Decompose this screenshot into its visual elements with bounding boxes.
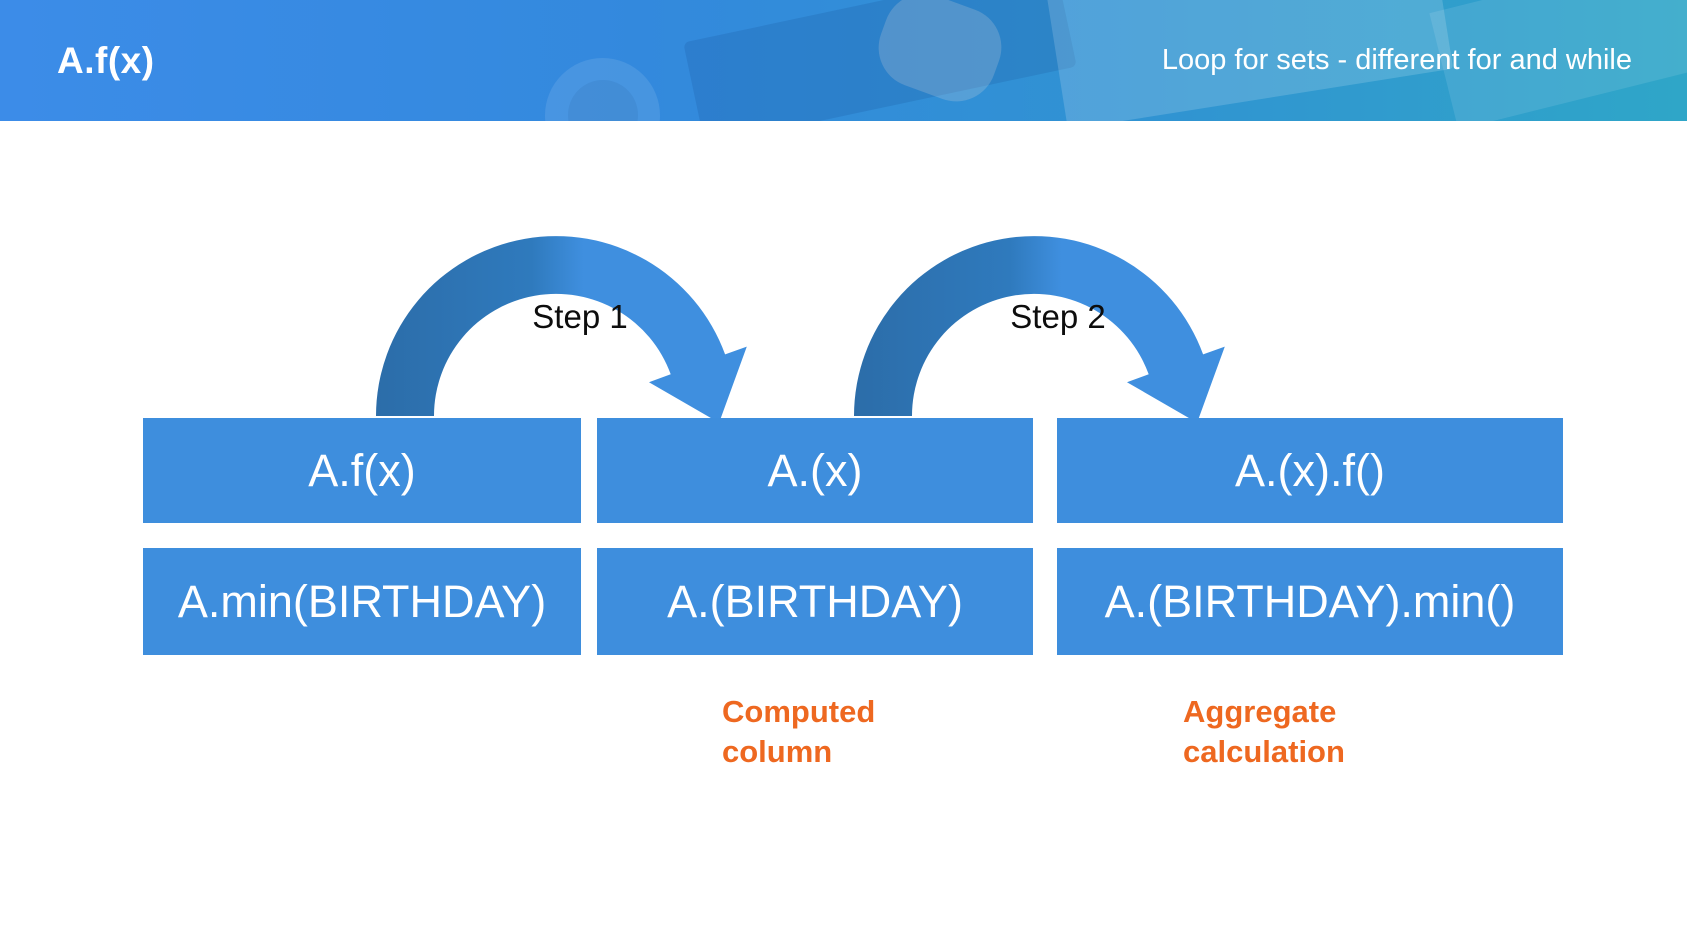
note-computed-column: Computed column: [722, 694, 876, 769]
box-example-amin: A.min(BIRTHDAY): [143, 548, 581, 655]
curved-arrow-icon: [854, 236, 1225, 423]
box-generic-ax: A.(x): [597, 418, 1033, 523]
slide-subtitle: Loop for sets - different for and while: [1161, 44, 1632, 76]
box-example-abirthdaymin: A.(BIRTHDAY).min(): [1057, 548, 1563, 655]
curved-arrow-step-1: Step 1: [374, 236, 754, 431]
box-generic-afx: A.f(x): [143, 418, 581, 523]
curved-arrow-step-2: Step 2: [852, 236, 1232, 431]
note-aggregate-calculation: Aggregate calculation: [1183, 694, 1345, 769]
box-example-abirthday: A.(BIRTHDAY): [597, 548, 1033, 655]
box-generic-axf: A.(x).f(): [1057, 418, 1563, 523]
curved-arrow-icon: [376, 236, 747, 423]
slide-title: A.f(x): [57, 39, 155, 81]
step-1-label: Step 1: [532, 298, 628, 335]
header-bar: A.f(x) Loop for sets - different for and…: [0, 0, 1687, 121]
step-2-label: Step 2: [1010, 298, 1106, 335]
